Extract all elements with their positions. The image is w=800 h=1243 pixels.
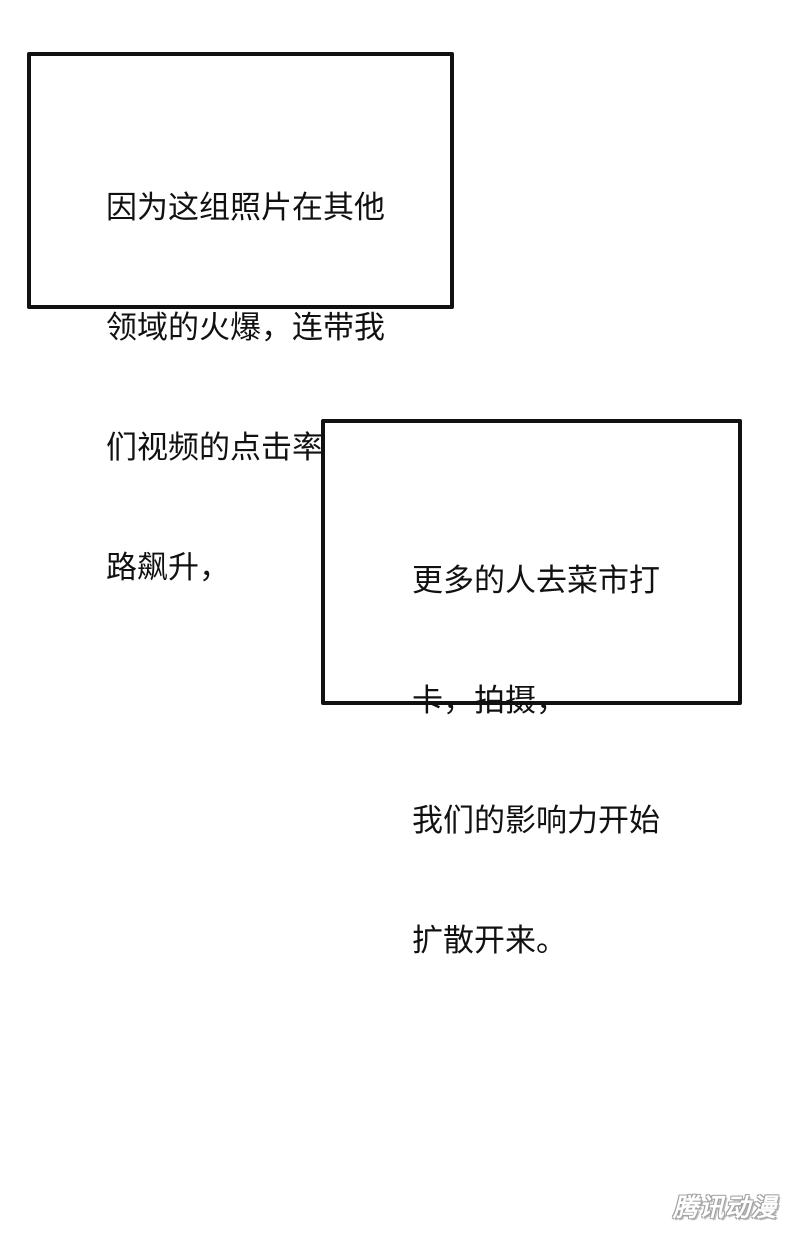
caption-line: 路飙升， [106, 550, 230, 586]
caption-line: 因为这组照片在其他 [106, 190, 385, 226]
watermark-logo: 腾讯动漫 [672, 1193, 777, 1222]
caption-line: 我们的影响力开始 [412, 803, 660, 839]
caption-box-1: 因为这组照片在其他 领域的火爆，连带我 们视频的点击率也一 路飙升， [27, 52, 454, 586]
caption-line: 扩散开来。 [412, 923, 567, 959]
caption-line: 领域的火爆，连带我 [106, 310, 385, 346]
caption-line: 更多的人去菜市打 [412, 563, 660, 599]
caption-box-2: 更多的人去菜市打 卡，拍摄， 我们的影响力开始 扩散开来。 [321, 419, 742, 959]
caption-text-2: 更多的人去菜市打 卡，拍摄， 我们的影响力开始 扩散开来。 [412, 481, 660, 1041]
caption-line: 卡，拍摄， [412, 683, 567, 719]
